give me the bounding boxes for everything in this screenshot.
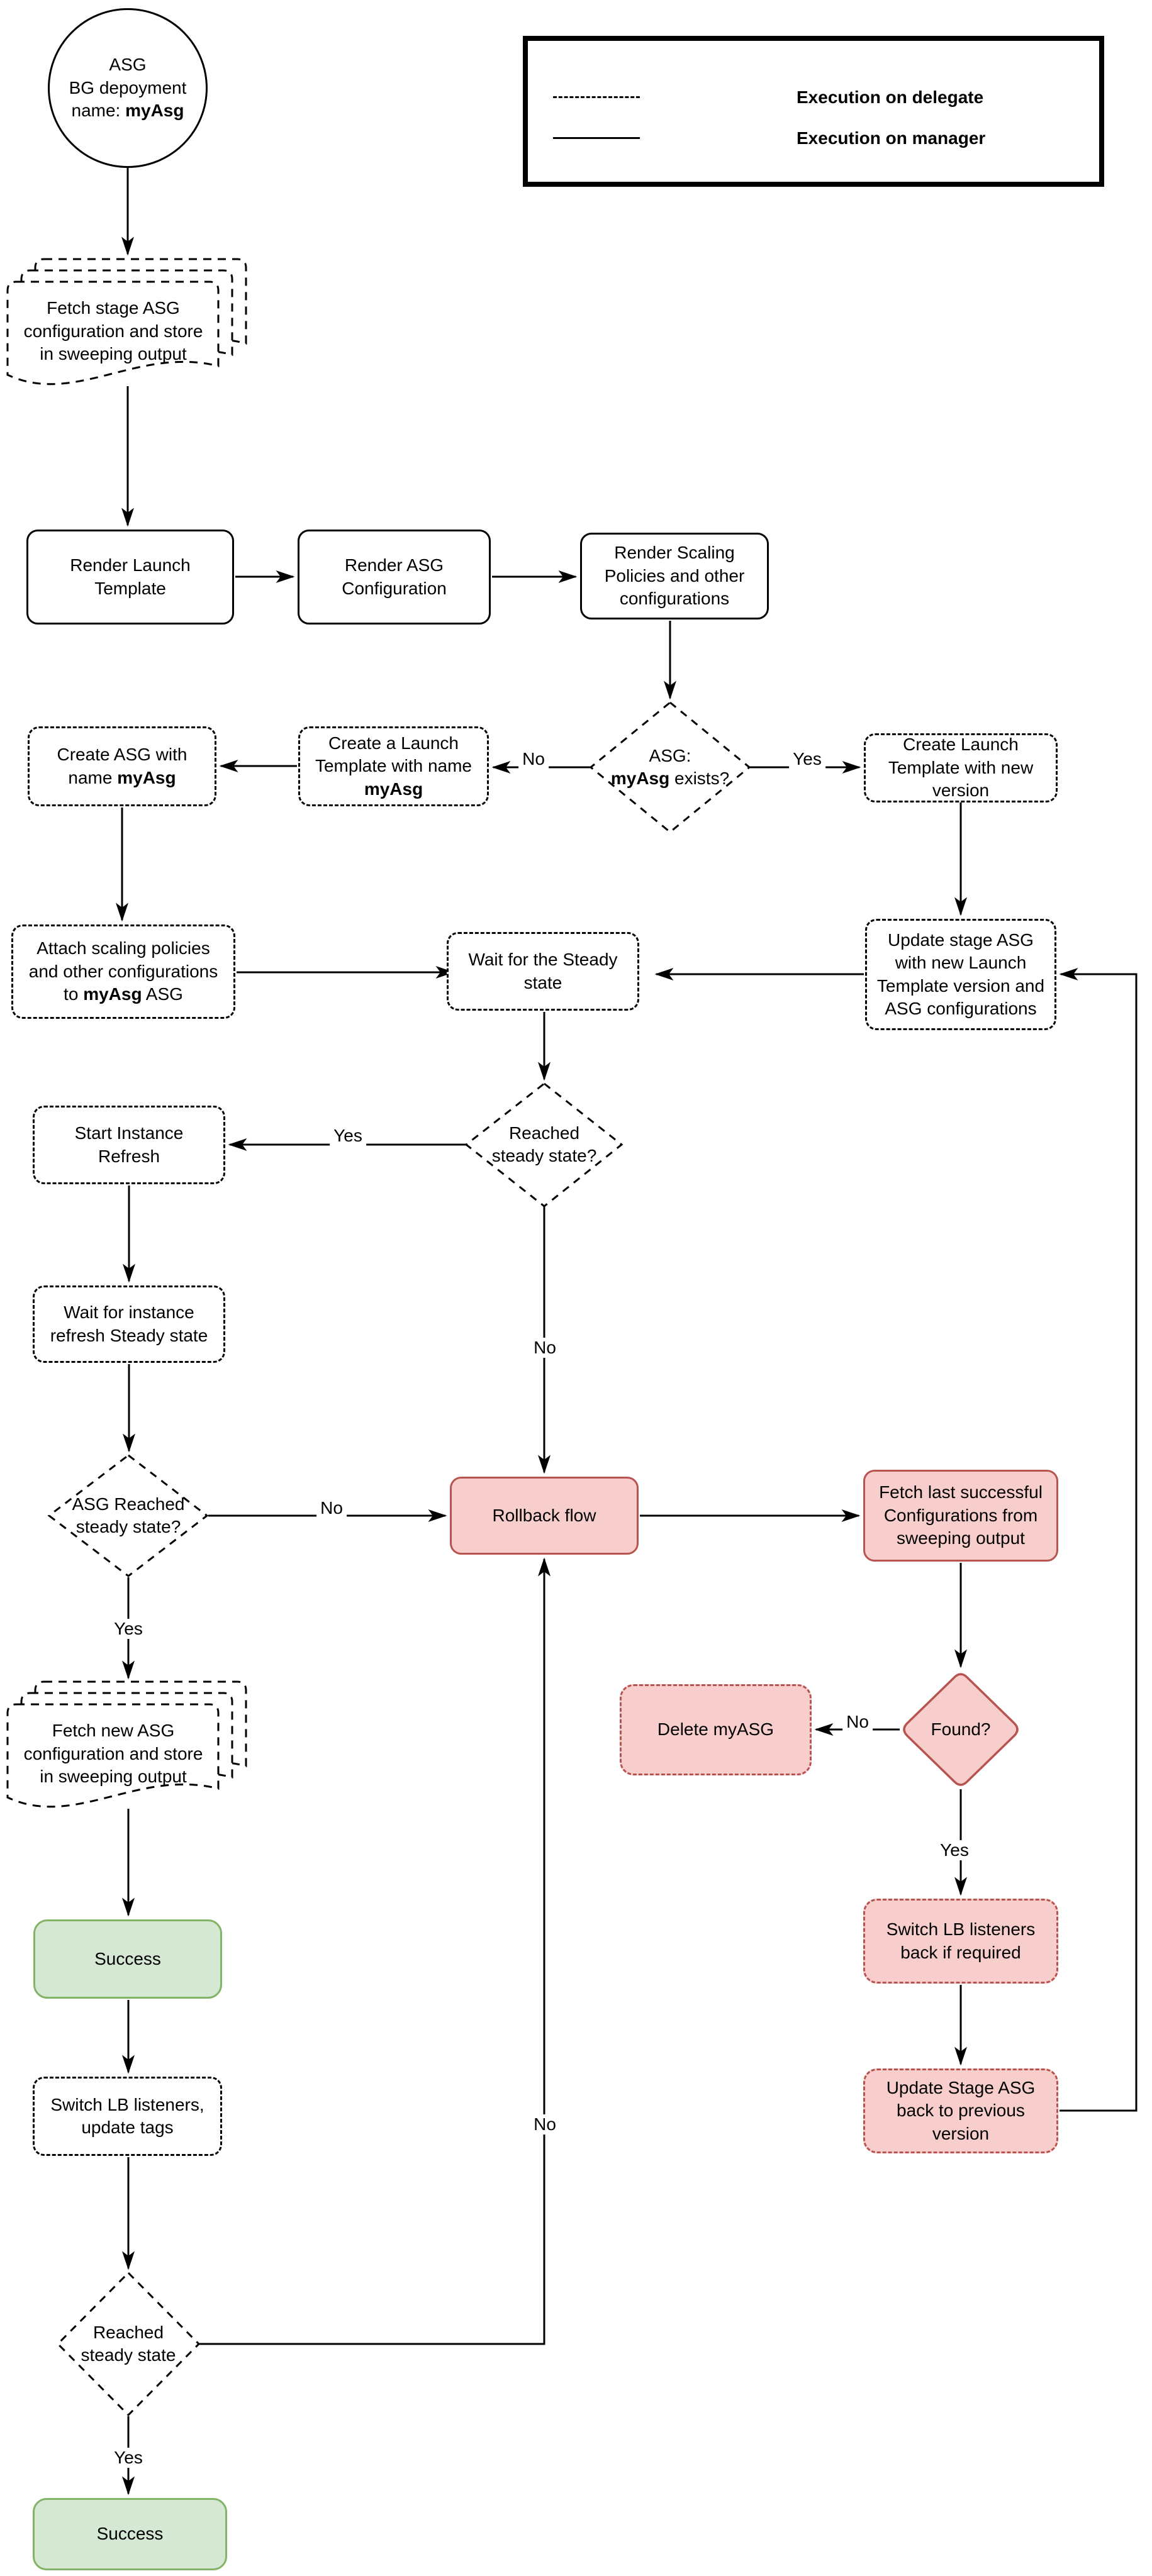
- start-node: ASG BG depoyment name: myAsg: [48, 8, 208, 168]
- asg-reached-diamond-shape: [47, 1454, 209, 1577]
- edge-label-asg-reached-no: No: [316, 1498, 347, 1518]
- edge-label-asg-exists-no: No: [518, 749, 549, 769]
- fetch-last-successful-node: Fetch last successful Configurations fro…: [863, 1470, 1058, 1562]
- wait-for-steady-state-node: Wait for the Steady state: [447, 932, 639, 1011]
- attach-scaling-policies-label: Attach scaling policies and other config…: [28, 938, 218, 1004]
- reached-steady-state-2-label: Reached steady state: [81, 2322, 176, 2365]
- switch-lb-listeners-label: Switch LB listeners, update tags: [50, 2094, 204, 2137]
- edge-label-reached1-no: No: [530, 1338, 560, 1358]
- render-scaling-policies-node: Render Scaling Policies and other config…: [580, 533, 769, 619]
- create-launch-template-named-node: Create a Launch Template with name myAsg: [298, 726, 489, 806]
- reached-steady-state-2-decision-node: Reached steady state: [65, 2306, 191, 2382]
- fetch-new-node: Fetch new ASG configuration and store in…: [19, 1713, 208, 1795]
- wait-for-steady-state-label: Wait for the Steady state: [468, 950, 618, 992]
- delete-myasg-label: Delete myASG: [657, 1719, 775, 1740]
- reached-steady-2-diamond-shape: [56, 2271, 201, 2417]
- edge-reached2-no-to-rollback: [199, 1557, 551, 2345]
- legend-solid-line-sample: [553, 137, 640, 139]
- update-stage-asg-back-label: Update Stage ASG back to previous versio…: [886, 2077, 1036, 2143]
- switch-lb-listeners-back-node: Switch LB listeners back if required: [863, 1899, 1058, 1984]
- found-diamond-shape: [903, 1673, 1019, 1786]
- create-asg-label: Create ASG with name myAsg: [57, 745, 187, 787]
- reached-steady-state-1-label: Reached steady state?: [491, 1123, 597, 1165]
- fetch-new-label: Fetch new ASG configuration and store in…: [23, 1721, 203, 1787]
- edge-label-asg-exists-yes: Yes: [789, 749, 825, 769]
- attach-scaling-policies-node: Attach scaling policies and other config…: [11, 924, 235, 1019]
- render-asg-configuration-node: Render ASG Configuration: [298, 530, 491, 625]
- create-launch-template-named-label: Create a Launch Template with name myAsg: [315, 733, 472, 799]
- edge-label-reached2-no: No: [530, 2114, 560, 2135]
- asg-exists-decision-label: ASG: myAsg exists?: [610, 745, 730, 788]
- rollback-flow-label: Rollback flow: [492, 1505, 596, 1525]
- update-stage-asg-label: Update stage ASG with new Launch Templat…: [876, 930, 1045, 1018]
- asg-reached-steady-state-decision-node: ASG Reached steady state?: [59, 1478, 198, 1553]
- delete-myasg-node: Delete myASG: [620, 1684, 812, 1775]
- edge-label-reached1-yes: Yes: [330, 1126, 366, 1146]
- fetch-stage-multidoc-shape: [6, 258, 247, 386]
- update-stage-asg-node: Update stage ASG with new Launch Templat…: [865, 919, 1056, 1030]
- asg-exists-decision-node: ASG: myAsg exists?: [605, 730, 735, 805]
- success-node-1: Success: [33, 1919, 222, 1999]
- asg-exists-diamond-shape: [589, 701, 751, 833]
- edge-label-found-yes: Yes: [936, 1840, 973, 1860]
- switch-lb-listeners-back-label: Switch LB listeners back if required: [886, 1919, 1036, 1962]
- legend-manager-label: Execution on manager: [797, 128, 986, 148]
- found-decision-node: Found?: [917, 1711, 1005, 1748]
- create-launch-template-new-version-label: Create Launch Template with new version: [888, 735, 1034, 801]
- reached-steady-state-1-decision-node: Reached steady state?: [481, 1107, 607, 1182]
- edge-label-reached2-yes: Yes: [110, 2448, 147, 2468]
- start-node-label: ASG BG depoyment name: myAsg: [69, 55, 187, 121]
- switch-lb-listeners-node: Switch LB listeners, update tags: [33, 2077, 222, 2156]
- edge-label-found-no: No: [842, 1712, 873, 1732]
- legend: Execution on delegate Execution on manag…: [523, 36, 1104, 187]
- start-instance-refresh-node: Start Instance Refresh: [33, 1106, 225, 1184]
- render-scaling-policies-label: Render Scaling Policies and other config…: [604, 543, 745, 609]
- fetch-stage-label: Fetch stage ASG configuration and store …: [23, 298, 203, 364]
- legend-delegate-label: Execution on delegate: [797, 87, 984, 107]
- create-launch-template-new-version-node: Create Launch Template with new version: [864, 733, 1058, 802]
- fetch-new-multidoc-shape: [6, 1680, 247, 1808]
- success-node-2: Success: [33, 2498, 227, 2570]
- rollback-flow-node: Rollback flow: [450, 1477, 639, 1555]
- found-decision-label: Found?: [931, 1719, 991, 1739]
- edge-update-back-to-update-stage-loop: [1059, 968, 1138, 2112]
- edge-label-asg-reached-yes: Yes: [110, 1619, 147, 1639]
- success-label-1: Success: [94, 1948, 161, 1968]
- render-asg-configuration-label: Render ASG Configuration: [342, 555, 447, 598]
- render-launch-template-node: Render Launch Template: [26, 530, 234, 625]
- asg-reached-steady-state-label: ASG Reached steady state?: [72, 1494, 185, 1536]
- legend-dashed-line-sample: [553, 96, 640, 98]
- update-stage-asg-back-node: Update Stage ASG back to previous versio…: [863, 2068, 1058, 2153]
- success-label-2: Success: [96, 2524, 164, 2544]
- wait-instance-refresh-node: Wait for instance refresh Steady state: [33, 1285, 225, 1363]
- render-launch-template-label: Render Launch Template: [70, 555, 191, 598]
- start-instance-refresh-label: Start Instance Refresh: [74, 1123, 184, 1166]
- fetch-last-successful-label: Fetch last successful Configurations fro…: [879, 1482, 1043, 1548]
- fetch-stage-node: Fetch stage ASG configuration and store …: [19, 291, 208, 372]
- wait-instance-refresh-label: Wait for instance refresh Steady state: [50, 1302, 208, 1345]
- create-asg-node: Create ASG with name myAsg: [28, 726, 216, 806]
